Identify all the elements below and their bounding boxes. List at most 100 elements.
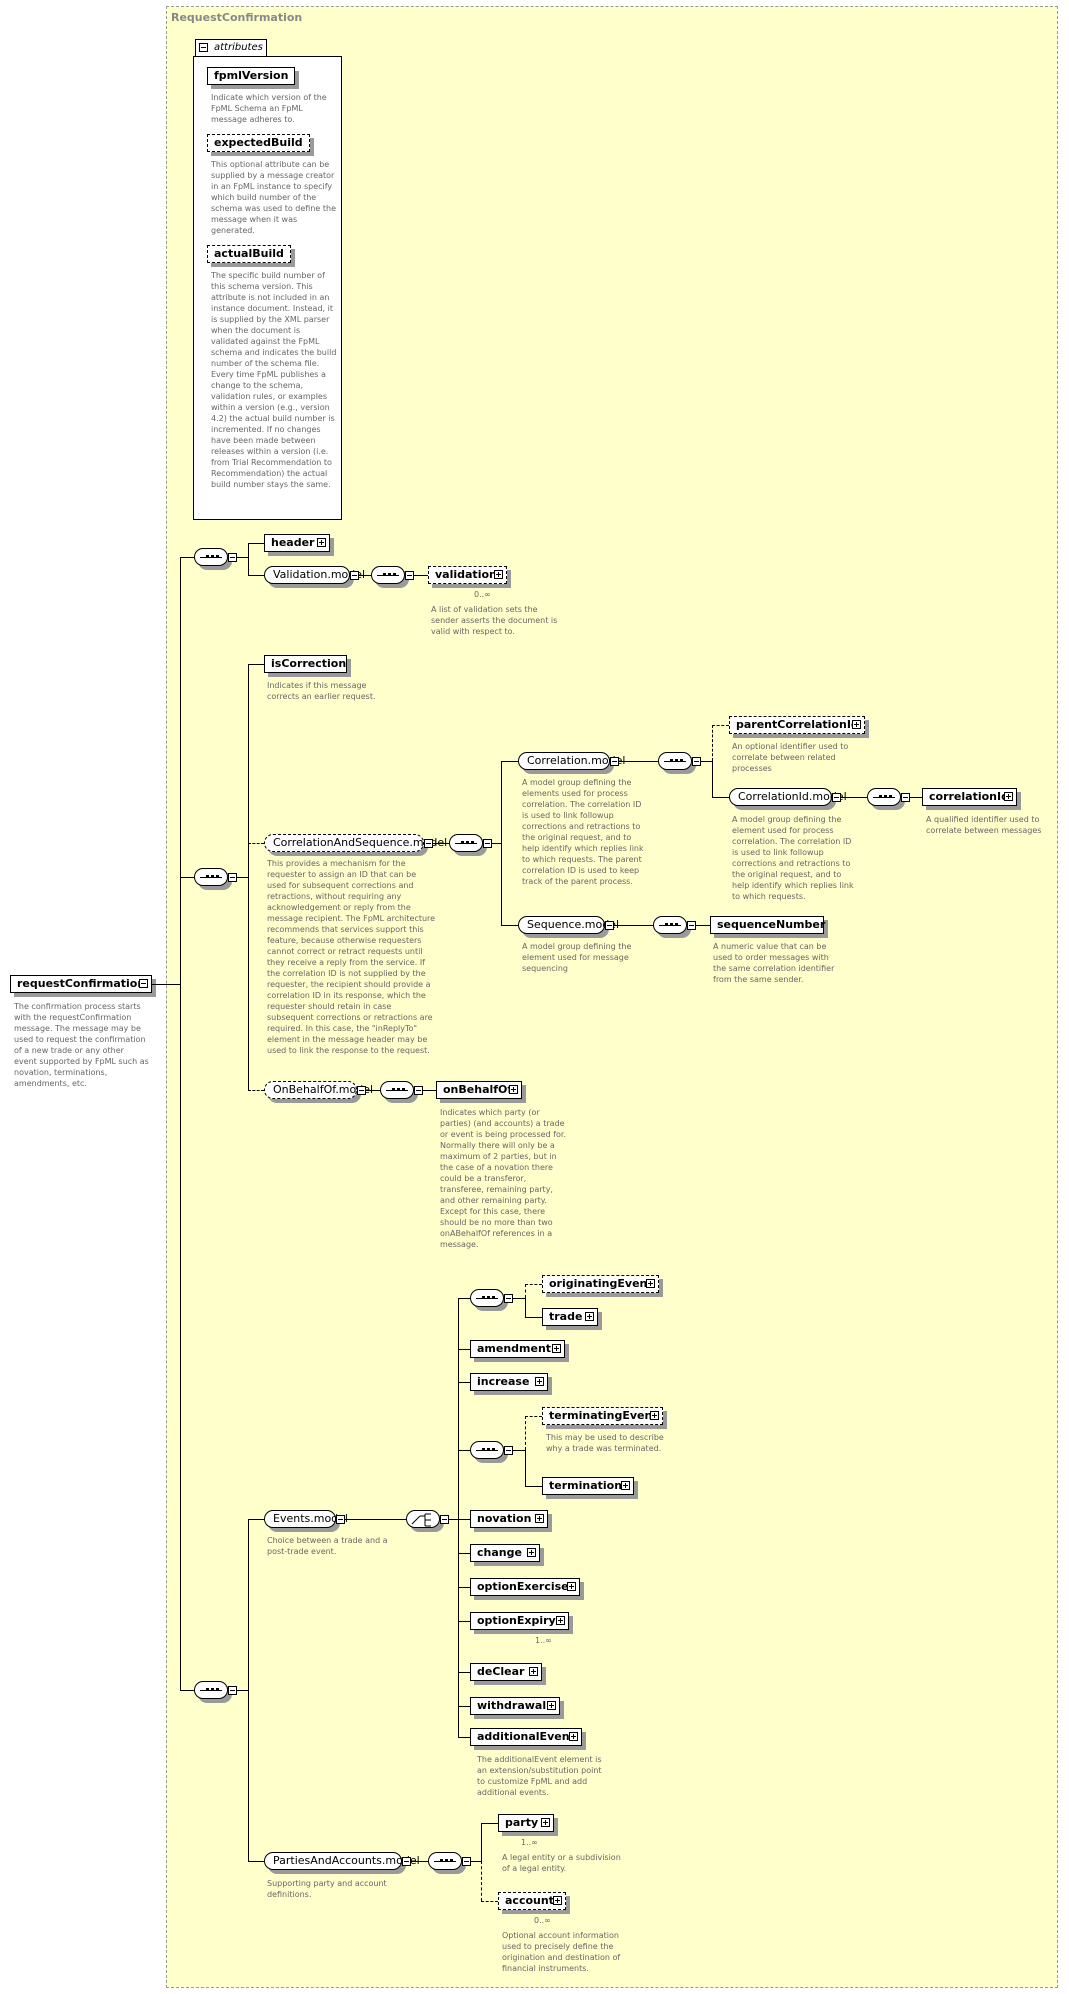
- collapse-icon[interactable]: [692, 757, 701, 766]
- expand-icon[interactable]: [317, 538, 326, 547]
- sequence-compositor-correlation[interactable]: [449, 834, 483, 852]
- option-expiry-element[interactable]: optionExpiry: [470, 1612, 569, 1630]
- novation-element[interactable]: novation: [470, 1510, 548, 1528]
- termination-element[interactable]: termination: [542, 1477, 634, 1495]
- sequence-compositor-2[interactable]: [194, 868, 228, 886]
- collapse-icon[interactable]: [228, 553, 237, 562]
- sequence-compositor-parties[interactable]: [428, 1852, 462, 1870]
- amendment-element[interactable]: amendment: [470, 1340, 565, 1358]
- collapse-icon[interactable]: [424, 839, 433, 848]
- collapse-icon[interactable]: [610, 757, 619, 766]
- expand-icon[interactable]: [621, 1481, 630, 1490]
- expand-icon[interactable]: [553, 1896, 562, 1905]
- collapse-icon[interactable]: [687, 921, 696, 930]
- validation-model-group[interactable]: Validation.model: [264, 566, 365, 584]
- collapse-icon[interactable]: [402, 1857, 411, 1866]
- party-cardinality: 1..∞: [521, 1838, 538, 1847]
- parties-and-accounts-model-group[interactable]: PartiesAndAccounts.model: [264, 1852, 420, 1870]
- expand-icon[interactable]: [529, 1667, 538, 1676]
- choice-compositor-events[interactable]: [406, 1510, 440, 1528]
- collapse-icon[interactable]: [605, 921, 614, 930]
- sequence-number-element[interactable]: sequenceNumber: [710, 916, 825, 934]
- sequence-compositor-correlation-id[interactable]: [867, 788, 901, 806]
- expand-icon[interactable]: [541, 1818, 550, 1827]
- originating-event-element[interactable]: originatingEvent: [542, 1275, 659, 1293]
- expand-icon[interactable]: [650, 1411, 659, 1420]
- expand-icon[interactable]: [646, 1279, 655, 1288]
- collapse-icon[interactable]: [336, 1515, 345, 1524]
- account-element[interactable]: account: [498, 1892, 566, 1910]
- attribute-expected-build[interactable]: expectedBuild: [207, 134, 310, 152]
- expand-icon[interactable]: [567, 1582, 576, 1591]
- collapse-icon[interactable]: [228, 873, 237, 882]
- header-element[interactable]: header: [264, 534, 330, 552]
- correlation-id-model-group[interactable]: CorrelationId.model: [729, 788, 847, 806]
- expand-icon[interactable]: [552, 1344, 561, 1353]
- correlation-and-sequence-desc: This provides a mechanism for the reques…: [267, 859, 436, 1055]
- collapse-icon[interactable]: [139, 979, 148, 988]
- attribute-fpml-version[interactable]: fpmlVersion: [207, 67, 296, 85]
- change-element[interactable]: change: [470, 1544, 540, 1562]
- on-behalf-of-element[interactable]: onBehalfOf: [436, 1081, 522, 1099]
- collapse-icon[interactable]: [199, 43, 208, 52]
- frame-title: RequestConfirmation: [171, 11, 303, 24]
- sequence-compositor-1[interactable]: [194, 548, 228, 566]
- sequence-compositor-3[interactable]: [194, 1681, 228, 1699]
- party-element[interactable]: party: [498, 1814, 554, 1832]
- collapse-icon[interactable]: [440, 1515, 449, 1524]
- expand-icon[interactable]: [852, 720, 861, 729]
- expand-icon[interactable]: [569, 1732, 578, 1741]
- sequence-compositor-on-behalf-of[interactable]: [380, 1081, 414, 1099]
- sequence-compositor-correlation-model[interactable]: [658, 752, 692, 770]
- parent-correlation-id-element[interactable]: parentCorrelationId: [729, 716, 865, 734]
- de-clear-element[interactable]: deClear: [470, 1663, 542, 1681]
- expand-icon[interactable]: [585, 1312, 594, 1321]
- terminating-event-element[interactable]: terminatingEvent: [542, 1407, 663, 1425]
- withdrawal-element[interactable]: withdrawal: [470, 1697, 560, 1715]
- option-exercise-element[interactable]: optionExercise: [470, 1578, 580, 1596]
- correlation-model-group[interactable]: Correlation.model: [518, 752, 625, 770]
- attributes-tab[interactable]: attributes: [195, 39, 267, 56]
- collapse-icon[interactable]: [228, 1686, 237, 1695]
- validation-element[interactable]: validation: [428, 566, 507, 584]
- sequence-compositor-trade[interactable]: [470, 1289, 504, 1307]
- expand-icon[interactable]: [547, 1701, 556, 1710]
- collapse-icon[interactable]: [462, 1857, 471, 1866]
- correlation-and-sequence-group[interactable]: CorrelationAndSequence.model: [264, 834, 447, 852]
- trade-element[interactable]: trade: [542, 1308, 598, 1326]
- expand-icon[interactable]: [556, 1616, 565, 1625]
- collapse-icon[interactable]: [832, 793, 841, 802]
- attribute-actual-build[interactable]: actualBuild: [207, 245, 291, 263]
- attribute-fpml-version-desc: Indicate which version of the FpML Schem…: [211, 93, 327, 124]
- on-behalf-of-model-group[interactable]: OnBehalfOf.model: [264, 1081, 373, 1099]
- sequence-model-group[interactable]: Sequence.model: [518, 916, 619, 934]
- collapse-icon[interactable]: [357, 1086, 366, 1095]
- expand-icon[interactable]: [527, 1548, 536, 1557]
- events-model-group[interactable]: Events.model: [264, 1510, 348, 1528]
- is-correction-desc: Indicates if this message corrects an ea…: [267, 681, 376, 701]
- sequence-compositor-termination[interactable]: [470, 1441, 504, 1459]
- expand-icon[interactable]: [535, 1514, 544, 1523]
- additional-event-element[interactable]: additionalEvent: [470, 1728, 582, 1746]
- expand-icon[interactable]: [494, 570, 503, 579]
- collapse-icon[interactable]: [901, 793, 910, 802]
- collapse-icon[interactable]: [483, 839, 492, 848]
- expand-icon[interactable]: [509, 1085, 518, 1094]
- increase-element[interactable]: increase: [470, 1373, 548, 1391]
- collapse-icon[interactable]: [350, 571, 359, 580]
- expand-icon[interactable]: [535, 1377, 544, 1386]
- collapse-icon[interactable]: [405, 571, 414, 580]
- collapse-icon[interactable]: [504, 1294, 513, 1303]
- sequence-compositor-validation[interactable]: [371, 566, 405, 584]
- on-behalf-of-desc: Indicates which party (or parties) (and …: [440, 1108, 566, 1249]
- parties-and-accounts-desc: Supporting party and account definitions…: [267, 1879, 387, 1899]
- expand-icon[interactable]: [1004, 792, 1013, 801]
- collapse-icon[interactable]: [504, 1446, 513, 1455]
- root-element-request-confirmation[interactable]: requestConfirmation: [10, 975, 152, 993]
- collapse-icon[interactable]: [414, 1086, 423, 1095]
- correlation-id-element[interactable]: correlationId: [922, 788, 1017, 806]
- is-correction-element[interactable]: isCorrection: [264, 655, 347, 673]
- correlation-id-model-desc: A model group defining the element used …: [732, 815, 854, 901]
- sequence-compositor-sequence-model[interactable]: [653, 916, 687, 934]
